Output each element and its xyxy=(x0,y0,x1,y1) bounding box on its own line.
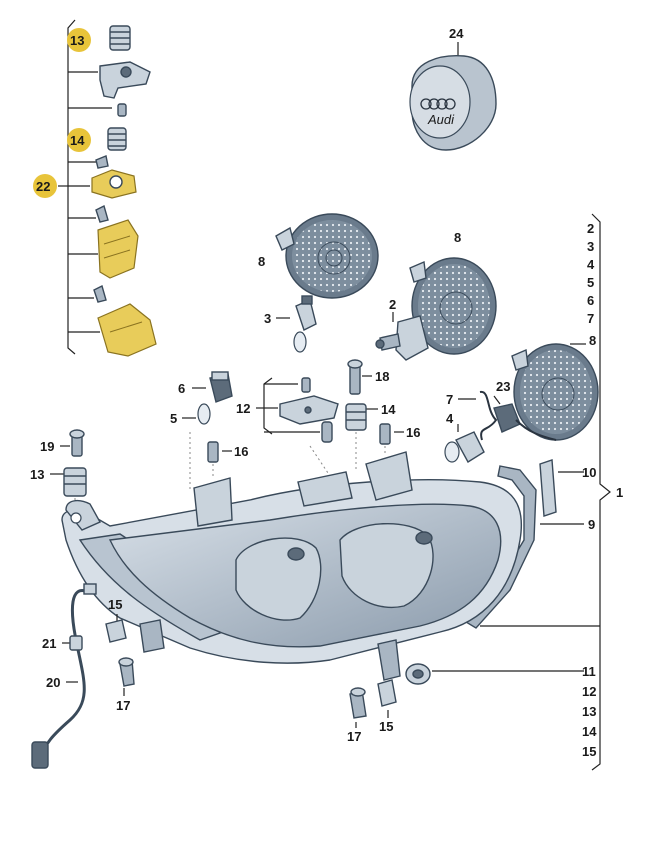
bracket-group-22 xyxy=(58,19,157,357)
actuator-part-2 xyxy=(375,312,429,361)
screw-part-18 xyxy=(347,359,372,395)
group-list-item: 5 xyxy=(587,275,594,290)
bulb-part-3 xyxy=(276,295,317,353)
clip-part-21 xyxy=(62,635,83,651)
callout-3: 3 xyxy=(264,311,271,326)
headlight-cover-cap: Audi xyxy=(409,42,497,151)
callout-13-left: 13 xyxy=(30,467,44,482)
callout-8-right: 8 xyxy=(589,333,596,348)
callout-15-bottom: 15 xyxy=(379,719,393,734)
screw-17-left xyxy=(118,657,135,696)
callout-10: 10 xyxy=(582,465,596,480)
callout-13-top: 13 xyxy=(70,33,84,48)
clip-nut-15-bottom xyxy=(377,679,397,718)
group-list-item: 4 xyxy=(587,257,595,272)
bulb-part-4 xyxy=(444,424,485,463)
screw-17-bottom xyxy=(349,687,367,728)
grommet-part xyxy=(109,25,131,51)
callout-6: 6 xyxy=(178,381,185,396)
wire-part-7 xyxy=(458,390,498,441)
group-list-item: 3 xyxy=(587,239,594,254)
callout-5: 5 xyxy=(170,411,177,426)
cable-part-20 xyxy=(31,583,97,769)
group-list-item: 6 xyxy=(587,293,594,308)
callout-17-bottom: 17 xyxy=(347,729,361,744)
group-list-item: 13 xyxy=(582,704,596,719)
grommet-part-14 xyxy=(345,403,378,470)
four-rings-logo-icon xyxy=(420,98,456,110)
callout-11: 11 xyxy=(582,664,596,679)
reflector-disc-upper-left xyxy=(275,213,379,299)
callout-23: 23 xyxy=(496,379,510,394)
callout-22: 22 xyxy=(36,179,50,194)
reflector-disc-middle xyxy=(409,257,497,355)
callout-16-right: 16 xyxy=(406,425,420,440)
bulb-part-5 xyxy=(182,403,211,490)
callout-19: 19 xyxy=(40,439,54,454)
callout-15-left: 15 xyxy=(108,597,122,612)
callout-9: 9 xyxy=(588,517,595,532)
callout-8-middle: 8 xyxy=(454,230,461,245)
callout-labels: 13 14 22 24 8 8 8 3 2 6 5 12 18 14 16 16… xyxy=(30,26,623,759)
callout-7: 7 xyxy=(446,392,453,407)
socket-part-23 xyxy=(493,395,557,441)
callout-14-middle: 14 xyxy=(381,402,396,417)
group-list-item: 12 xyxy=(582,684,596,699)
callout-24: 24 xyxy=(449,26,464,41)
headlight-housing xyxy=(61,451,522,681)
screw-part-19 xyxy=(60,429,85,457)
callout-4: 4 xyxy=(446,411,454,426)
group-list-item: 15 xyxy=(582,744,596,759)
callout-21: 21 xyxy=(42,636,56,651)
callout-8-left: 8 xyxy=(258,254,265,269)
screw-part-16-left xyxy=(207,441,232,478)
screw-part-16-upper xyxy=(379,423,404,456)
callout-16-left: 16 xyxy=(234,444,248,459)
socket-part-6 xyxy=(192,371,233,403)
callout-2: 2 xyxy=(389,297,396,312)
grommet-part-11 xyxy=(405,663,584,685)
reflector-disc-right xyxy=(511,343,599,441)
callout-17-left: 17 xyxy=(116,698,130,713)
trim-part-10 xyxy=(539,459,584,517)
clip-nut-15-left xyxy=(105,614,127,643)
cap-logo-text: Audi xyxy=(427,112,455,127)
group-list-item: 14 xyxy=(582,724,597,739)
cover-group-12 xyxy=(256,377,339,483)
group-list-item: 2 xyxy=(587,221,594,236)
callout-14-top: 14 xyxy=(70,133,85,148)
callout-18: 18 xyxy=(375,369,389,384)
callout-20: 20 xyxy=(46,675,60,690)
callout-12: 12 xyxy=(236,401,250,416)
group-list-item: 7 xyxy=(587,311,594,326)
assembly-group-1 xyxy=(480,213,611,771)
callout-1: 1 xyxy=(616,485,623,500)
